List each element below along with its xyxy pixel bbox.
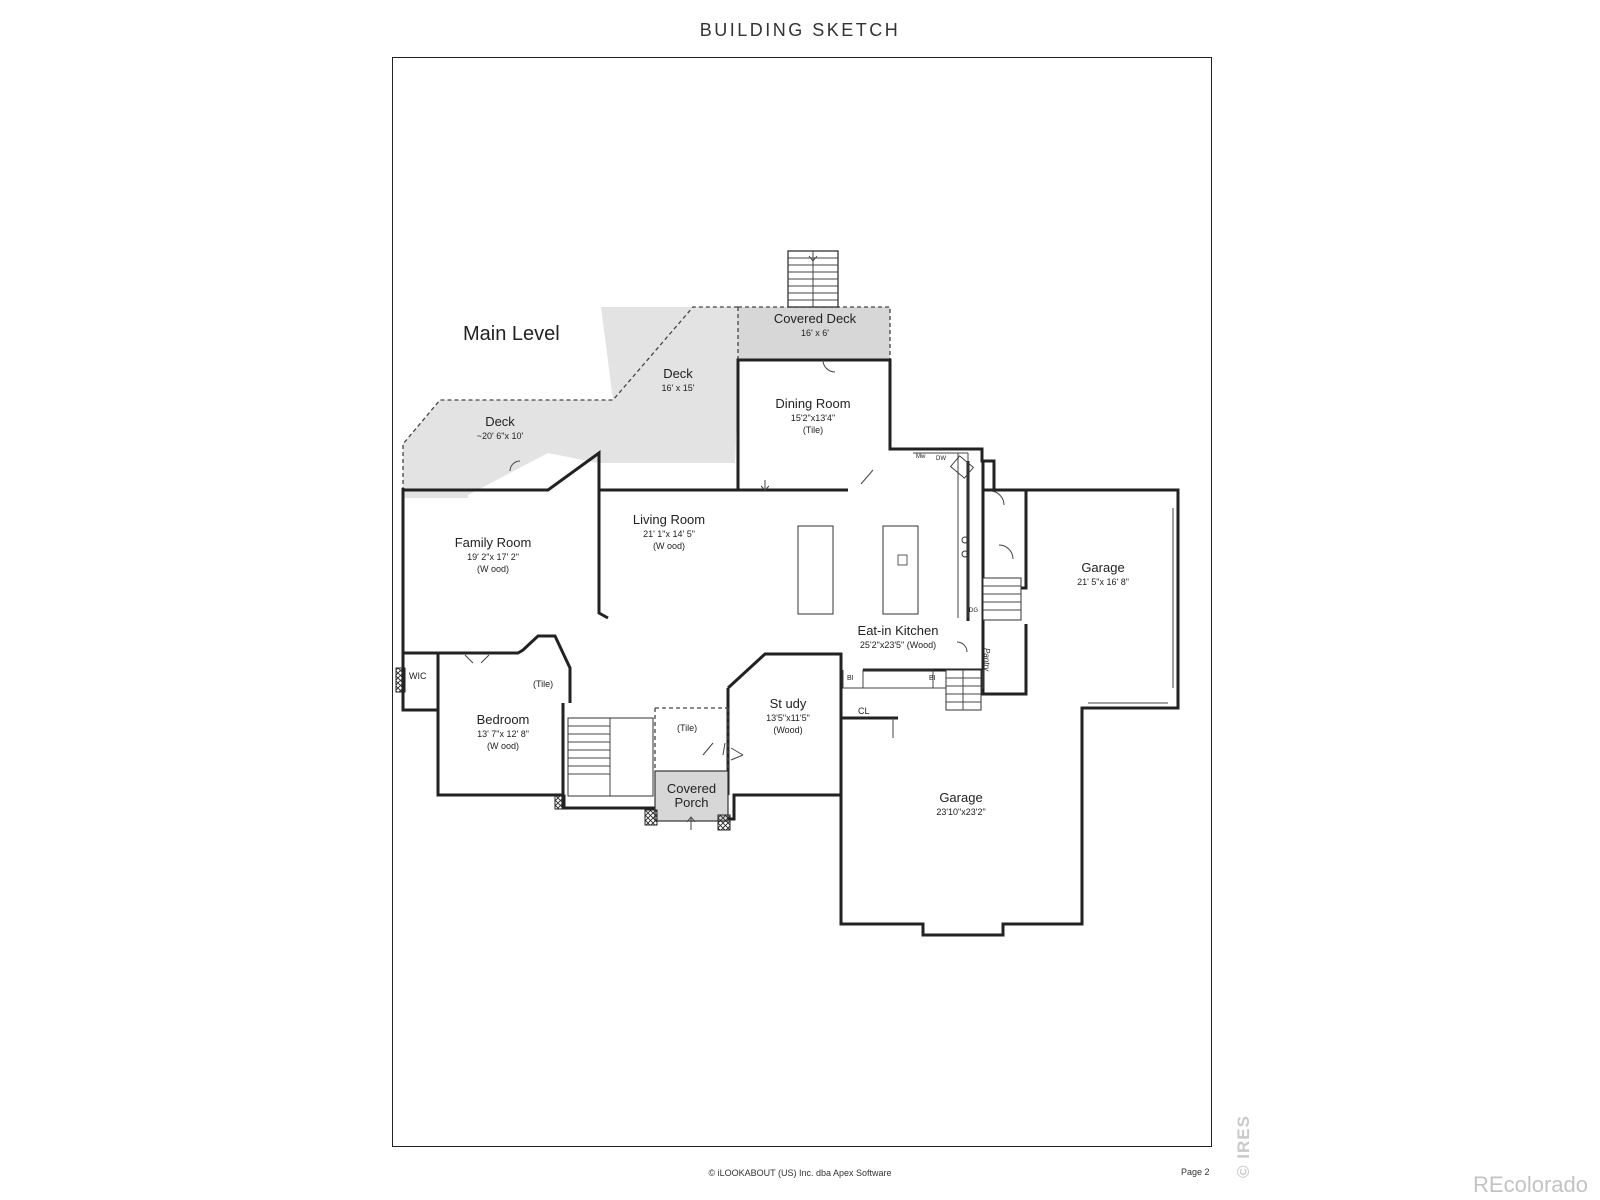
kitchen-island-left (797, 525, 834, 615)
foyer-tile-label: (Tile) (677, 723, 698, 733)
ires-watermark: © IRES (1234, 1115, 1253, 1178)
covered-porch-line2: Porch (674, 795, 709, 810)
deck-upper-name: Deck (663, 366, 693, 381)
kitchen-dims: 25'2"x23'5" (Wood) (859, 640, 937, 650)
level-title: Main Level (463, 323, 560, 345)
deck-upper-area (403, 307, 738, 498)
garage-upper-dims: 21' 5"x 16' 8" (1077, 577, 1129, 587)
kitchen-name: Eat-in Kitchen (857, 623, 939, 638)
study-name: St udy (769, 696, 807, 711)
deck-left-name: Deck (485, 414, 515, 429)
pantry-label: Pantry (982, 648, 991, 672)
dining-floor: (Tile) (802, 425, 824, 435)
dishwasher-label: DW (936, 456, 946, 462)
room-garage-upper: Garage 21' 5"x 16' 8" (1053, 560, 1153, 587)
microwave-label: Mw (916, 454, 926, 460)
room-covered-porch: Covered Porch (655, 782, 728, 810)
bi-left-label: BI (847, 675, 854, 682)
living-floor: (W ood) (652, 541, 685, 551)
room-family: Family Room 19' 2"x 17' 2" (W ood) (433, 535, 553, 574)
room-deck-upper: Deck 16' x 15' (638, 366, 718, 393)
column-posts (395, 667, 731, 831)
rear-stairs (787, 250, 839, 308)
room-dining: Dining Room 15'2"x13'4" (Tile) (753, 396, 873, 435)
garage-lower-dims: 23'10"x23'2" (936, 807, 986, 817)
family-name: Family Room (454, 535, 532, 550)
covered-porch-area (654, 770, 729, 822)
room-living: Living Room 21' 1"x 14' 5" (W ood) (609, 512, 729, 551)
sketch-frame: Main Level Covered Deck 16' x 6' Deck 16… (392, 57, 1212, 1147)
garage-upper-walls (983, 488, 1180, 710)
floor-plan (395, 250, 1180, 937)
recolorado-watermark: REcolorado (1473, 1172, 1588, 1197)
study-floor: (Wood) (773, 725, 803, 735)
covered-deck-name: Covered Deck (773, 311, 857, 326)
deck-left-dims: ~20' 6"x 10' (476, 431, 524, 441)
living-dims: 21' 1"x 14' 5" (643, 529, 695, 539)
room-covered-deck: Covered Deck 16' x 6' (740, 311, 890, 338)
kitchen-island-right (882, 525, 919, 615)
bath-tile-label: (Tile) (533, 679, 554, 689)
room-garage-lower: Garage 23'10"x23'2" (911, 790, 1011, 817)
page-title: BUILDING SKETCH (699, 20, 901, 40)
room-bedroom: Bedroom 13' 7"x 12' 8" (W ood) (453, 712, 553, 751)
dining-dims: 15'2"x13'4" (790, 413, 836, 423)
family-floor: (W ood) (476, 564, 509, 574)
room-study: St udy 13'5"x11'5" (Wood) (748, 696, 828, 735)
bi-right-label: BI (929, 675, 936, 682)
deck-upper-dims: 16' x 15' (661, 383, 695, 393)
wic-label: WIC (409, 671, 427, 681)
disposal-label: DG (969, 608, 978, 614)
footer-copyright: © iLOOKABOUT (US) Inc. dba Apex Software (708, 1168, 892, 1178)
cooktop (961, 536, 969, 544)
garage-stairs (945, 577, 1022, 711)
covered-deck-dims: 16' x 6' (801, 328, 829, 338)
covered-porch-line1: Covered (666, 781, 717, 796)
bedroom-floor: (W ood) (486, 741, 519, 751)
covered-deck-area (737, 306, 891, 361)
garage-upper-name: Garage (1081, 560, 1125, 575)
study-dims: 13'5"x11'5" (766, 713, 810, 723)
door-swings (464, 359, 1014, 761)
main-stairs (567, 717, 654, 797)
bedroom-name: Bedroom (476, 712, 530, 727)
family-dims: 19' 2"x 17' 2" (467, 552, 519, 562)
footer-page-number: Page 2 (1181, 1167, 1210, 1177)
garage-lower-name: Garage (939, 790, 983, 805)
closet-label: CL (858, 706, 870, 716)
room-kitchen: Eat-in Kitchen 25'2"x23'5" (Wood) (833, 623, 963, 650)
living-name: Living Room (632, 512, 706, 527)
island-sink (897, 554, 908, 566)
entry-arrows (686, 251, 818, 830)
room-deck-left: Deck ~20' 6"x 10' (455, 414, 545, 441)
dining-name: Dining Room (775, 396, 851, 411)
built-in-counter (862, 669, 934, 689)
kitchen-sink (949, 455, 975, 479)
bedroom-dims: 13' 7"x 12' 8" (477, 729, 529, 739)
